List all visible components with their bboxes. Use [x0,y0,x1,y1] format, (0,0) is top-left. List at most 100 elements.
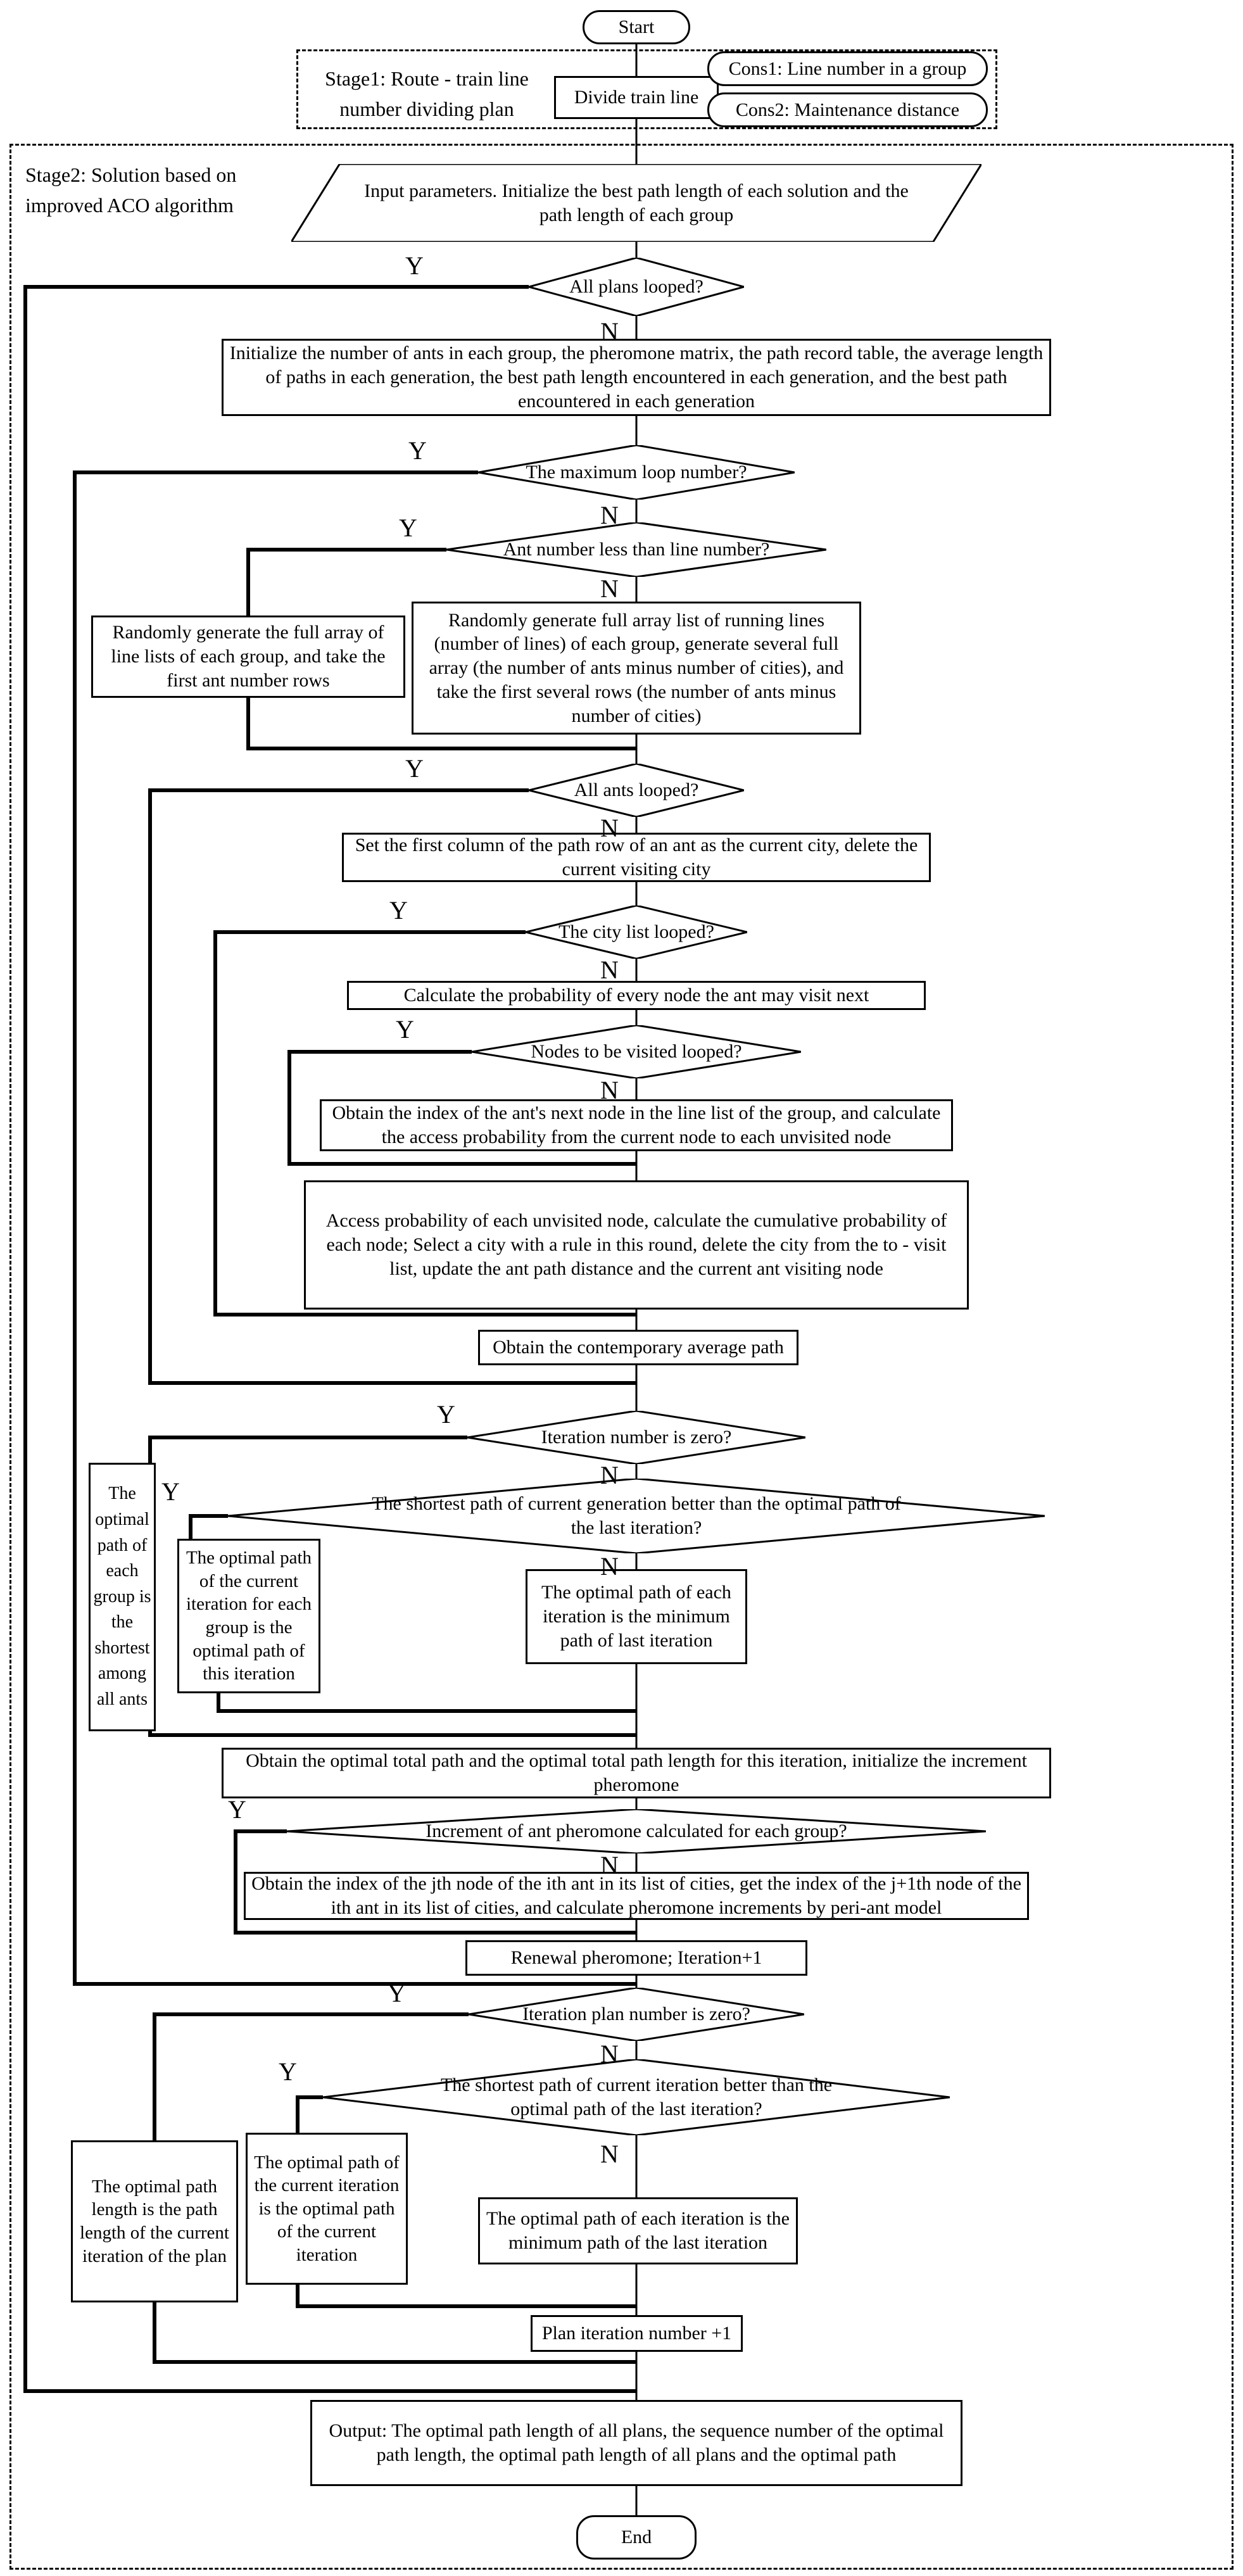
renewal-label: Renewal pheromone; Iteration+1 [510,1947,762,1969]
process-random-generate-left: Randomly generate the full array of line… [91,616,405,698]
minlast-label: The optimal path of each iteration is th… [486,2208,790,2253]
decision-iteration-number-is-zero: Iteration number is zero? [467,1411,805,1464]
iteropt-last-label: The optimal path of each iteration is th… [541,1582,731,1651]
process-random-generate-right: Randomly generate full array list of run… [412,602,861,735]
branch-no-planzero: N [600,2040,619,2068]
rand-right-label: Randomly generate full array list of run… [429,609,844,726]
diamond-shape [323,2059,950,2135]
diamond-shape [529,258,744,316]
diamond-shape [472,1025,801,1078]
process-initialize: Initialize the number of ants in each gr… [222,339,1051,416]
decision-ant-number-less-than-line-number: Ant number less than line number? [446,522,826,577]
input-label: Input parameters. Initialize the best pa… [364,180,909,225]
constraint-2: Cons2: Maintenance distance [707,92,988,127]
branch-yes-increment: Y [228,1795,246,1824]
diamond-shape [478,445,795,500]
branch-no-plans: N [600,317,619,346]
diamond-shape [287,1809,986,1853]
process-plan-iteration-plus-one: Plan iteration number +1 [531,2315,743,2352]
planiter-label: Plan iteration number +1 [541,2323,732,2344]
divide-label: Divide train line [574,87,699,108]
stage2-label: Stage2: Solution based on improved ACO a… [25,163,237,217]
obtainindex-label: Obtain the index of the ant's next node … [332,1102,941,1147]
process-minimum-path-last-iteration: The optimal path of each iteration is th… [478,2197,798,2264]
stage2-frame [9,144,1234,2570]
branch-yes-citylist: Y [389,896,408,925]
decision-nodes-to-be-visited-looped: Nodes to be visited looped? [472,1025,801,1078]
process-current-iteration-optimal: The optimal path of the current iteratio… [246,2133,408,2285]
branch-yes-shortiter: Y [279,2057,297,2086]
jth-label: Obtain the index of the jth node of the … [251,1873,1021,1918]
d-planzero-label: Iteration plan number is zero? [522,2004,750,2025]
branch-yes-nodes: Y [396,1015,414,1044]
decision-all-plans-looped: All plans looped? [529,258,744,316]
terminator-end: End [576,2515,697,2560]
process-set-first-column: Set the first column of the path row of … [342,833,931,882]
diamond-shape [469,1988,804,2041]
d-increment-label: Increment of ant pheromone calculated fo… [426,1821,847,1842]
process-renewal-pheromone: Renewal pheromone; Iteration+1 [465,1940,807,1976]
avgpath-label: Obtain the contemporary average path [493,1337,784,1358]
decision-iteration-plan-number-zero: Iteration plan number is zero? [469,1988,804,2041]
process-divide-train-line: Divide train line [554,76,719,119]
calcprob-label: Calculate the probability of every node … [403,985,869,1006]
process-plan-optimal-length: The optimal path length is the path leng… [71,2140,238,2302]
groupopt-label: The optimal path of each group is the sh… [93,1484,151,1710]
process-obtain-optimal-total-path: Obtain the optimal total path and the op… [222,1748,1051,1798]
setfirst-label: Set the first column of the path row of … [355,835,918,880]
start-label: Start [618,16,655,38]
planlen-label: The optimal path length is the path leng… [80,2176,229,2266]
branch-yes-ants: Y [405,754,424,783]
branch-yes-iterzero: Y [437,1400,455,1429]
diamond-shape [467,1411,805,1464]
d-shortiter-label: The shortest path of current iteration b… [440,2074,833,2119]
curriter-label: The optimal path of the current iteratio… [254,2152,400,2265]
branch-yes-antnum: Y [399,514,417,542]
constraint-1: Cons1: Line number in a group [707,51,988,86]
d-plans-label: All plans looped? [569,276,704,298]
process-jth-node-pheromone: Obtain the index of the jth node of the … [244,1872,1029,1920]
diamond-shape [446,522,826,577]
io-input-parameters: Input parameters. Initialize the best pa… [291,164,981,242]
branch-no-maxloop: N [600,501,619,529]
process-obtain-next-node-index: Obtain the index of the ant's next node … [320,1099,953,1151]
decision-all-ants-looped: All ants looped? [529,764,744,817]
rand-left-label: Randomly generate the full array of line… [111,622,386,691]
branch-no-ants: N [600,814,619,842]
process-current-iteration-group-optimal: The optimal path of the current iteratio… [177,1539,320,1693]
end-label: End [621,2527,652,2548]
parallelogram-shape [291,164,981,242]
branch-no-shortiter: N [600,2140,619,2168]
decision-shortest-path-current-iteration: The shortest path of current iteration b… [323,2059,950,2135]
branch-no-shortgen: N [600,1552,619,1581]
access-label: Access probability of each unvisited nod… [325,1210,947,1279]
total-label: Obtain the optimal total path and the op… [246,1750,1027,1795]
branch-no-nodes: N [600,1076,619,1104]
d-citylist-label: The city list looped? [558,921,714,943]
decision-maximum-loop-number: The maximum loop number? [478,445,795,500]
stage1-label: Stage1: Route - train line number dividi… [325,67,529,120]
diamond-shape [526,906,747,959]
branch-yes-shortgen: Y [161,1477,180,1506]
process-iteration-optimal-is-minimum-last: The optimal path of each iteration is th… [526,1569,747,1664]
diamond-shape [228,1479,1045,1553]
diamond-shape [529,764,744,817]
branch-no-antnum: N [600,574,619,603]
d-iterzero-label: Iteration number is zero? [541,1427,732,1448]
d-antnum-label: Ant number less than line number? [503,539,770,560]
d-nodes-label: Nodes to be visited looped? [531,1041,742,1063]
branch-no-citylist: N [600,956,619,984]
d-maxloop-label: The maximum loop number? [526,462,747,483]
branch-no-iterzero: N [600,1461,619,1489]
process-calculate-probability: Calculate the probability of every node … [347,981,926,1010]
d-ants-label: All ants looped? [574,780,699,801]
io-output: Output: The optimal path length of all p… [310,2400,962,2486]
branch-no-increment: N [600,1851,619,1879]
stage1-frame [296,49,997,129]
process-access-probability: Access probability of each unvisited nod… [304,1180,969,1310]
cons1-label: Cons1: Line number in a group [728,58,967,79]
branch-yes-plans: Y [405,251,424,280]
output-label: Output: The optimal path length of all p… [329,2420,944,2465]
